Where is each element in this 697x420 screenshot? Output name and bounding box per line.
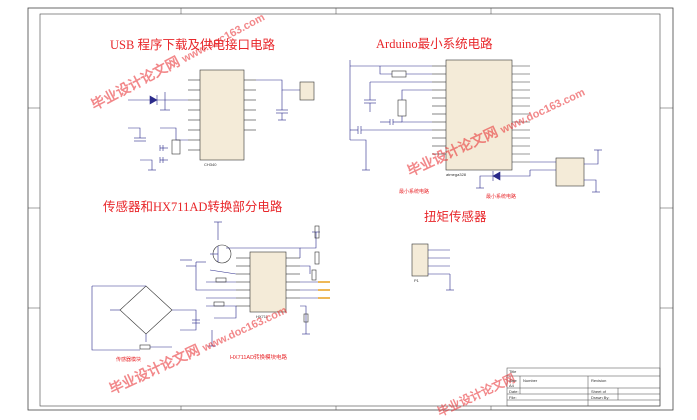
mcu-led xyxy=(492,171,501,181)
usb-crystal xyxy=(171,139,181,155)
tb-size-value: A4 xyxy=(509,383,514,388)
tb-drawn-label: Drawn By: xyxy=(591,395,610,400)
tb-date-label: Date: xyxy=(509,389,519,394)
tb-title-label: Title xyxy=(509,369,517,374)
sensor-circuit xyxy=(91,221,330,351)
torque-sensor-connector xyxy=(411,243,429,277)
arduino-sub-caption: 最小系统电路 xyxy=(399,189,430,195)
usb-circuit xyxy=(128,69,315,171)
inner-frame xyxy=(39,13,661,407)
torque-connector-label: P1 xyxy=(414,278,419,283)
torque-circuit xyxy=(411,243,454,291)
hx711-chip xyxy=(249,251,287,313)
frame-ruler-ticks xyxy=(28,8,673,410)
usb-diode xyxy=(149,95,158,105)
outer-frame xyxy=(27,7,674,411)
hx711-sub-caption: HX711AD转换模块电路 xyxy=(230,355,288,361)
mcu-atmega328 xyxy=(445,59,513,171)
arduino-sub-caption-2: 最小系统电路 xyxy=(486,194,517,200)
tb-number-label: Number xyxy=(523,378,538,383)
reset-ic xyxy=(555,157,585,187)
tb-revision-label: Revision xyxy=(591,378,607,383)
hx711-label: HX711 xyxy=(256,314,268,319)
usb-connector xyxy=(299,81,315,101)
torque-section-title: 扭矩传感器 xyxy=(424,210,487,224)
sensor-box-caption: 传感器模块 xyxy=(116,357,142,363)
mcu-label: atmega328 xyxy=(446,172,467,177)
tb-sheet-label: Sheet of xyxy=(591,389,606,394)
mcu-crystal xyxy=(397,99,407,117)
usb-section-title: USB 程序下载及供电接口电路 xyxy=(110,38,275,52)
sensor-section-title: 传感器和HX711AD转换部分电路 xyxy=(103,200,283,214)
arduino-circuit xyxy=(349,59,602,193)
usb-chip-ch340 xyxy=(199,69,245,161)
usb-chip-label: CH340 xyxy=(204,162,217,167)
title-block xyxy=(506,367,661,407)
tb-file-label: File: xyxy=(509,395,517,400)
bridge-sensor xyxy=(119,285,173,335)
tb-size-label: Size xyxy=(509,378,517,383)
arduino-section-title: Arduino最小系统电路 xyxy=(376,37,493,51)
